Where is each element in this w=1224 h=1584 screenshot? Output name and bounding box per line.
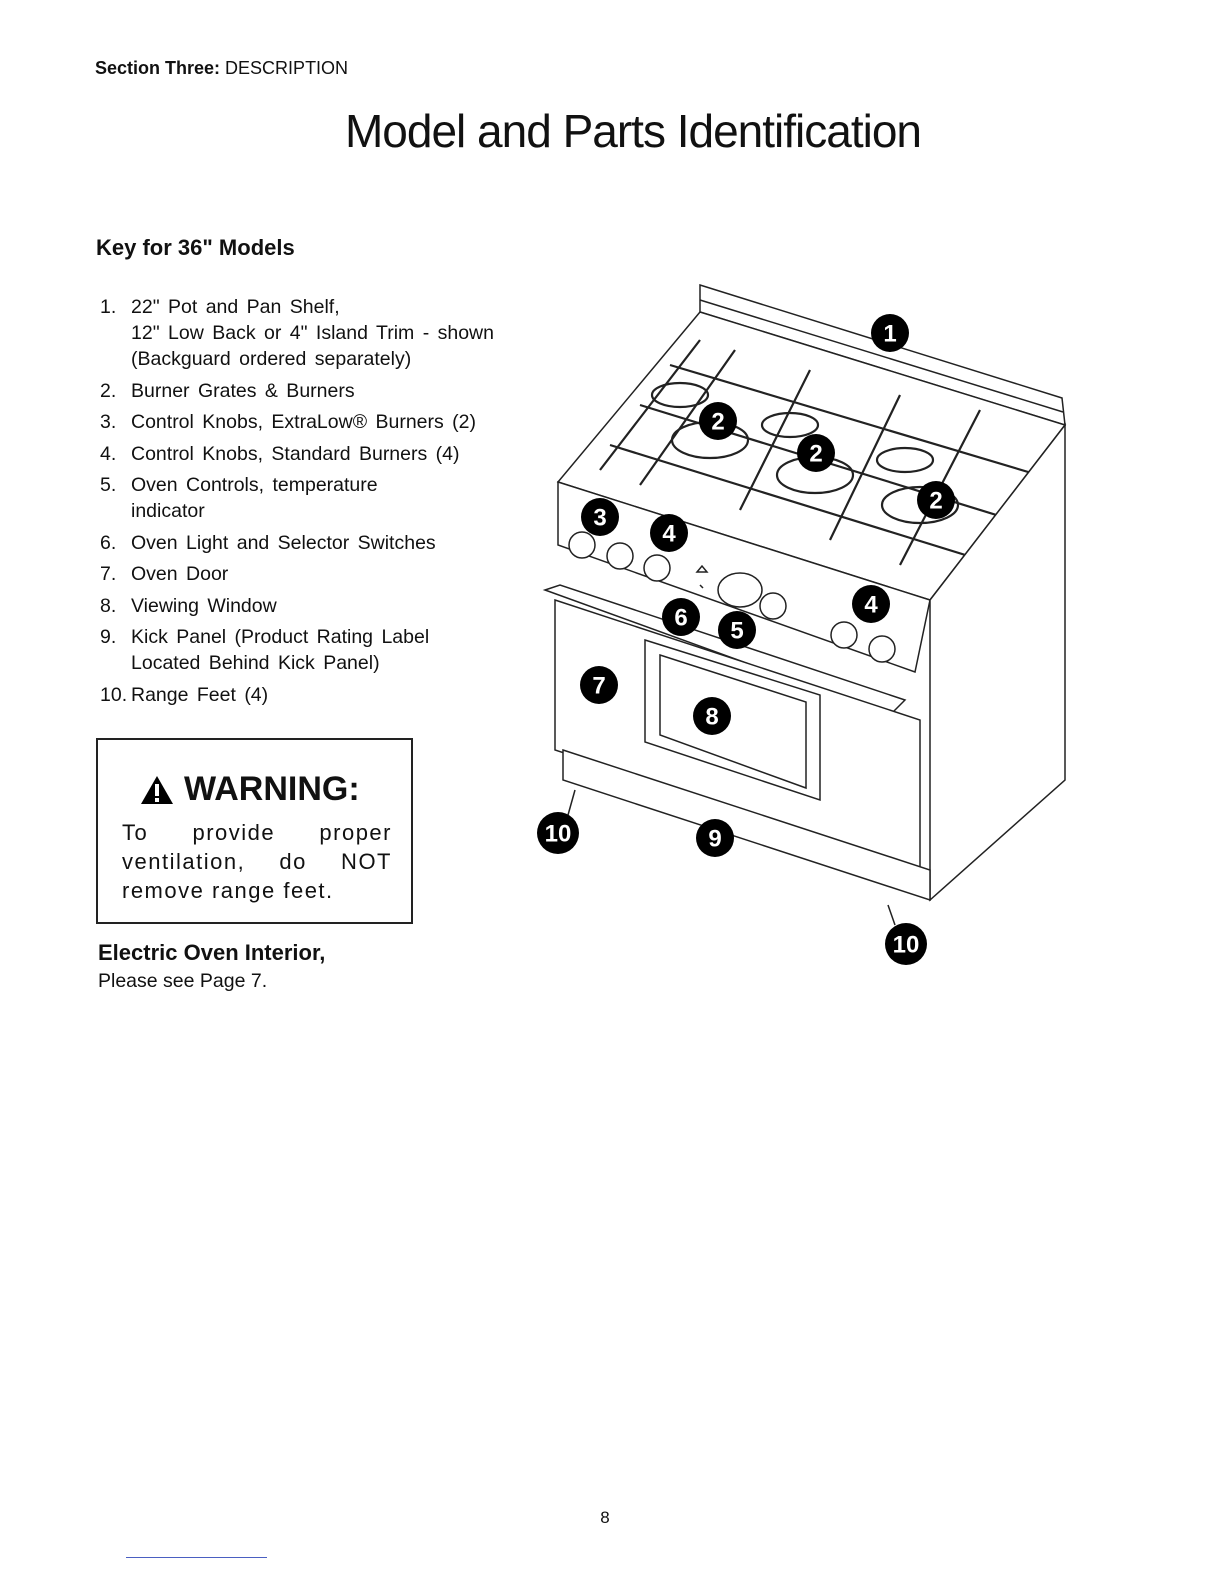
callout-circle [871, 314, 909, 352]
callout-label: 4 [864, 592, 878, 619]
callout-9: 9 [696, 819, 734, 857]
part-number: 3. [100, 411, 117, 433]
section-header: Section Three: DESCRIPTION [95, 58, 348, 79]
callout-label: 10 [545, 821, 572, 848]
part-item: 2. Burner Grates & Burners [100, 378, 520, 404]
callout-10: 10 [537, 812, 579, 854]
callout-label: 2 [929, 488, 942, 515]
callout-circle [797, 434, 835, 472]
page-title: Model and Parts Identification [344, 105, 922, 157]
part-text: Burner Grates & Burners [131, 379, 355, 402]
part-text: Oven Light and Selector Switches [131, 531, 436, 554]
part-item: 8. Viewing Window [100, 593, 520, 619]
part-text: 22" Pot and Pan Shelf, 12" Low Back or 4… [131, 296, 494, 370]
part-item: 10.Range Feet (4) [100, 682, 520, 708]
callout-label: 7 [592, 673, 605, 700]
callout-label: 2 [809, 441, 822, 468]
range-diagram: 1 2 2 2 3 4 4 6 5 7 8 10 9 10 [537, 283, 1067, 965]
part-item: 4. Control Knobs, Standard Burners (4) [100, 441, 520, 467]
callout-circle [581, 498, 619, 536]
warning-box: WARNING: To provide proper ventilation, … [96, 738, 413, 924]
range-illustration [542, 283, 1067, 926]
part-text: Kick Panel (Product Rating Label Located… [131, 626, 430, 674]
callout-5: 5 [718, 611, 756, 649]
callout-7: 7 [580, 666, 618, 704]
callout-label: 6 [674, 605, 687, 632]
callout-4: 4 [852, 585, 890, 623]
callout-label: 5 [730, 618, 743, 645]
callout-circle [693, 697, 731, 735]
warning-text: To provide proper ventilation, do NOT re… [122, 820, 392, 903]
callout-10: 10 [885, 923, 927, 965]
part-item: 1. 22" Pot and Pan Shelf, 12" Low Back or… [100, 294, 520, 372]
part-item: 6. Oven Light and Selector Switches [100, 530, 520, 556]
callout-1: 1 [871, 314, 909, 352]
callout-3: 3 [581, 498, 619, 536]
callout-circle [852, 585, 890, 623]
callout-label: 3 [593, 505, 606, 532]
page-number: 8 [600, 1508, 610, 1527]
callout-4: 4 [650, 514, 688, 552]
part-text: Viewing Window [131, 594, 277, 617]
key-heading: Key for 36" Models [96, 235, 295, 260]
part-item: 9. Kick Panel (Product Rating Label Locat… [100, 624, 520, 676]
part-number: 2. [100, 379, 117, 402]
part-number: 6. [100, 531, 117, 554]
oven-interior-text: Please see Page 7. [98, 970, 268, 992]
section-name: DESCRIPTION [225, 58, 349, 78]
callout-label: 8 [705, 704, 718, 731]
callout-circle [699, 402, 737, 440]
oven-interior-heading: Electric Oven Interior, [98, 940, 326, 965]
part-number: 9. [100, 626, 117, 648]
part-number: 10. [100, 683, 128, 706]
part-text: Range Feet (4) [131, 683, 269, 706]
callout-circle [580, 666, 618, 704]
warning-heading: WARNING: [184, 770, 360, 808]
footer-line [126, 1557, 267, 1558]
section-label: Section Three: [95, 58, 221, 78]
callout-2: 2 [917, 481, 955, 519]
callout-circle [537, 812, 579, 854]
callout-label: 4 [662, 521, 676, 548]
part-number: 5. [100, 474, 117, 496]
callout-circle [917, 481, 955, 519]
callout-2: 2 [797, 434, 835, 472]
callout-circle [662, 598, 700, 636]
callout-6: 6 [662, 598, 700, 636]
part-text: Oven Door [131, 563, 229, 585]
callout-circle [885, 923, 927, 965]
part-number: 1. [100, 296, 117, 318]
part-item: 7. Oven Door [100, 561, 520, 587]
part-item: 3. Control Knobs, ExtraLow® Burners (2) [100, 409, 520, 435]
callout-circle [696, 819, 734, 857]
warning-triangle-icon [141, 775, 173, 804]
callout-2: 2 [699, 402, 737, 440]
part-text: Oven Controls, temperature indicator [131, 474, 378, 522]
callout-8: 8 [693, 697, 731, 735]
part-text: Control Knobs, Standard Burners (4) [131, 442, 460, 465]
callout-label: 10 [893, 932, 920, 959]
part-item: 5. Oven Controls, temperature indicator [100, 472, 520, 524]
callout-circle [718, 611, 756, 649]
callout-label: 9 [708, 826, 721, 853]
part-number: 7. [100, 563, 117, 585]
part-number: 8. [100, 594, 117, 617]
callout-label: 1 [883, 321, 896, 348]
callout-label: 2 [711, 409, 724, 436]
part-text: Control Knobs, ExtraLow® Burners (2) [131, 411, 477, 433]
callout-group: 1 2 2 2 3 4 4 6 5 7 8 10 9 10 [537, 314, 955, 965]
parts-list: 1. 22" Pot and Pan Shelf, 12" Low Back or… [100, 294, 520, 713]
part-number: 4. [100, 442, 117, 465]
callout-circle [650, 514, 688, 552]
